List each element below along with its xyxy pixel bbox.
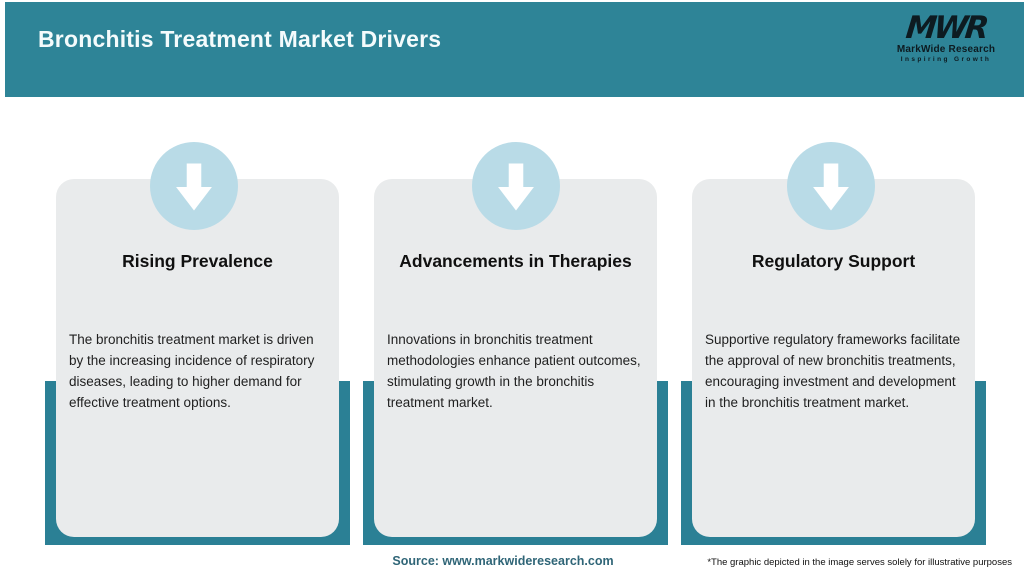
card-description: The bronchitis treatment market is drive… [69,332,315,410]
down-arrow-glyph [498,163,534,211]
card-title: Rising Prevalence [122,251,273,271]
driver-card-rising-prevalence: Rising Prevalence The bronchitis treatme… [56,179,339,537]
card-description: Supportive regulatory frameworks facilit… [705,332,961,410]
source-link[interactable]: Source: www.markwideresearch.com [392,554,614,568]
driver-card-regulatory-support: Regulatory Support Supportive regulatory… [692,179,975,537]
disclaimer-note: *The graphic depicted in the image serve… [707,557,1012,568]
card-title: Regulatory Support [751,251,916,271]
down-arrow-icon [150,142,238,230]
mwr-logo-icon: MWR [904,10,988,46]
card-title: Advancements in Therapies [399,251,632,271]
page-title: Bronchitis Treatment Market Drivers [38,26,442,52]
down-arrow-icon [787,142,875,230]
down-arrow-glyph [813,163,849,211]
driver-card-advancements-in-therapies: Advancements in Therapies Innovations in… [374,179,657,537]
down-arrow-icon [472,142,560,230]
header-band: Bronchitis Treatment Market Drivers MWR … [5,2,1024,97]
logo-tagline: Inspiring Growth [900,56,992,63]
markwide-research-logo: MWR MarkWide Research Inspiring Growth [886,10,1006,64]
logo-company-name: MarkWide Research [896,44,996,55]
card-description: Innovations in bronchitis treatment meth… [387,332,641,410]
down-arrow-glyph [176,163,212,211]
